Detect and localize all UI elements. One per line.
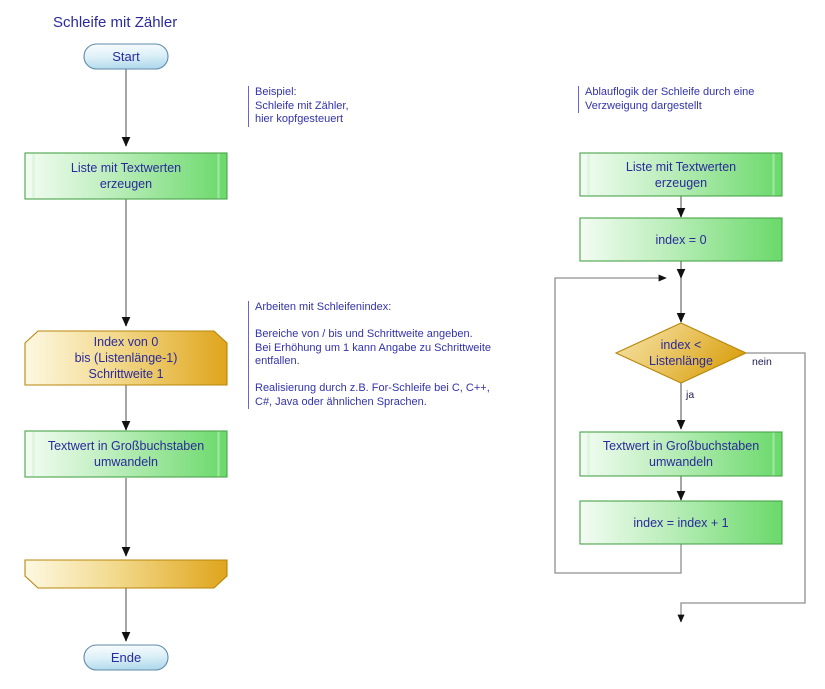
node-end[interactable] — [83, 644, 169, 671]
connector-loopback-to-merge — [554, 274, 682, 574]
node-create-list[interactable] — [24, 152, 228, 200]
node-decision[interactable] — [614, 322, 748, 384]
node-uppercase-2[interactable] — [579, 431, 783, 477]
node-uppercase[interactable] — [24, 430, 228, 478]
node-loop-start[interactable] — [24, 330, 228, 386]
page-title: Schleife mit Zähler — [53, 14, 178, 31]
node-start[interactable] — [83, 43, 169, 70]
right-shapes — [579, 152, 783, 545]
left-shapes — [24, 43, 228, 671]
edge-label-yes: ja — [686, 389, 695, 401]
node-loop-end[interactable] — [24, 559, 228, 589]
node-index-init[interactable] — [579, 217, 783, 262]
node-index-increment[interactable] — [579, 500, 783, 545]
note-beispiel: Beispiel: Schleife mit Zähler, hier kopf… — [248, 86, 349, 127]
note-ablauflogik: Ablauflogik der Schleife durch eine Verz… — [578, 86, 754, 113]
node-create-list-2[interactable] — [579, 152, 783, 197]
note-schleifenindex: Arbeiten mit Schleifenindex: Bereiche vo… — [248, 301, 491, 409]
edge-label-no: nein — [752, 356, 772, 368]
connector-no-branch — [677, 352, 806, 623]
